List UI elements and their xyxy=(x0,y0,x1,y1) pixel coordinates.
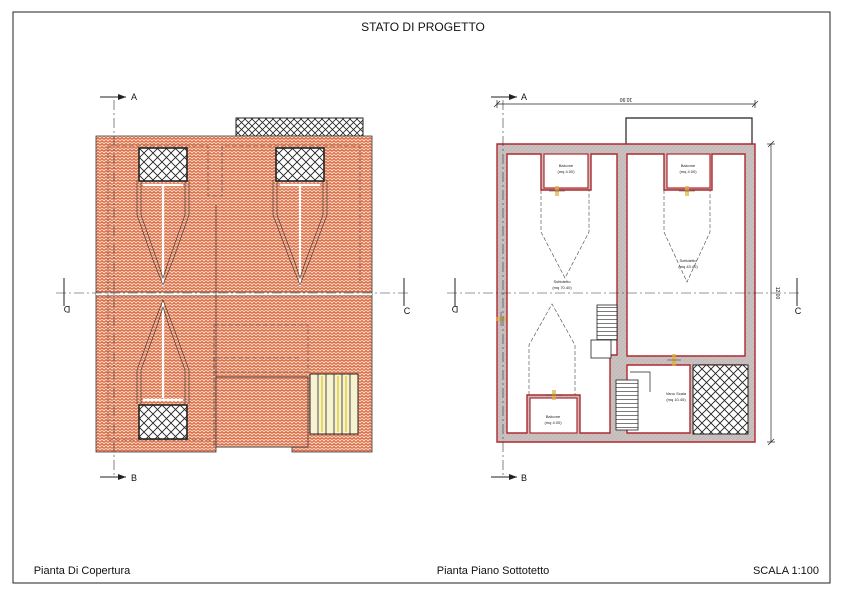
sheet-title: STATO DI PROGETTO xyxy=(361,20,485,34)
attic-plan: Balcone (mq 4.00) Balcone (mq 4.00) Balc… xyxy=(447,92,802,483)
roof-lower-section xyxy=(215,376,309,448)
sheet-border xyxy=(12,11,831,584)
section-mark-a-right: A xyxy=(521,92,527,102)
room-balcone-bottom: Balcone xyxy=(546,414,561,419)
dimension-top: 10.90 xyxy=(620,96,633,102)
section-mark-b-right: B xyxy=(521,473,527,483)
room-balcone-bottom-area: (mq 4.00) xyxy=(544,420,562,425)
room-vano-scala-area: (mq 10.45) xyxy=(666,397,686,402)
roof-skylight-top-right xyxy=(275,147,325,182)
roof-skylight-bottom-left xyxy=(138,404,188,440)
room-balcone-top-right-area: (mq 4.00) xyxy=(679,169,697,174)
stair-flight-upper xyxy=(596,304,618,341)
room-vano-scala: Vano Scala xyxy=(666,391,687,396)
room-sottotetto-left: Sottotetto xyxy=(553,279,571,284)
room-sottotetto-left-area: (mq 70.40) xyxy=(552,285,572,290)
section-mark-c-right: C xyxy=(795,306,802,316)
roof-skylight-top-left xyxy=(138,147,188,182)
roof-top-hatched-block xyxy=(235,117,364,137)
roof-plan: A B D C xyxy=(56,92,411,483)
stair-landing xyxy=(590,339,612,359)
section-mark-d-left: D xyxy=(63,304,70,314)
attic-hatched-void xyxy=(692,364,749,435)
room-sottotetto-right-area: (mq 43.40) xyxy=(678,264,698,269)
caption-attic-plan: Pianta Piano Sottotetto xyxy=(437,565,550,577)
section-mark-b-left: B xyxy=(131,473,137,483)
section-mark-c-left: C xyxy=(404,306,411,316)
room-sottotetto-right: Sottotetto xyxy=(679,258,697,263)
room-balcone-top-left-area: (mq 4.00) xyxy=(557,169,575,174)
section-mark-a-left: A xyxy=(131,92,137,102)
section-mark-d-right: D xyxy=(451,304,458,314)
room-balcone-top-left: Balcone xyxy=(559,163,574,168)
caption-roof-plan: Pianta Di Copertura xyxy=(34,565,131,577)
room-balcone-top-right: Balcone xyxy=(681,163,696,168)
stair-flight-lower xyxy=(615,379,639,431)
caption-scale: SCALA 1:100 xyxy=(753,565,819,577)
